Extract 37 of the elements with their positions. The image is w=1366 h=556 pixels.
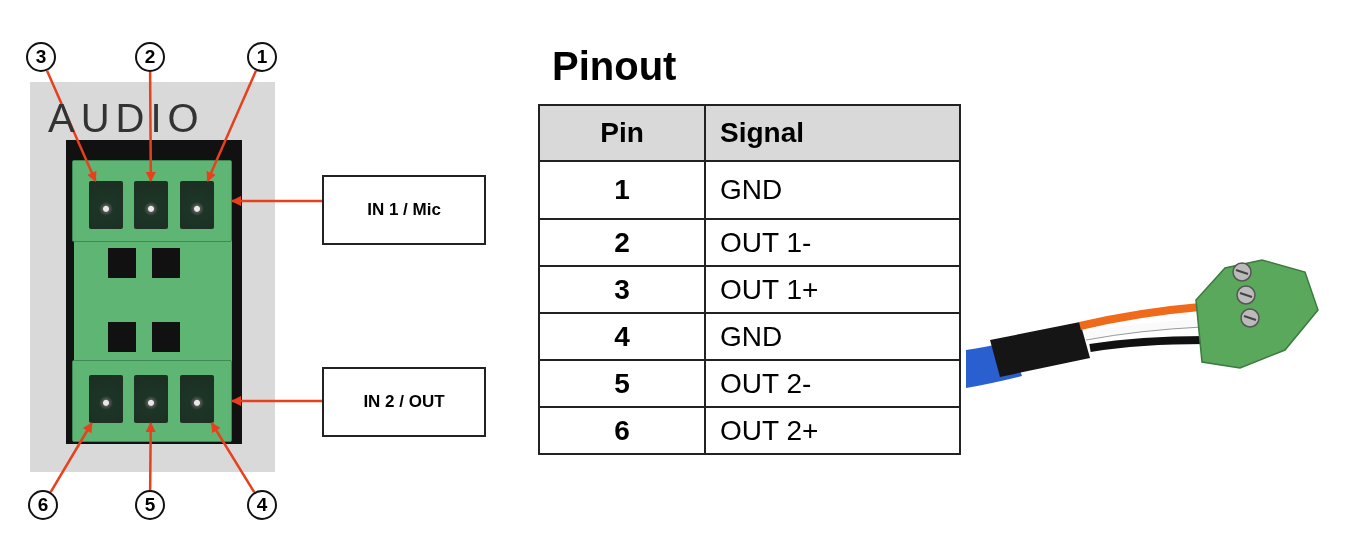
pin-number: 6 xyxy=(539,407,705,454)
signal-name: GND xyxy=(705,313,960,360)
screw-terminal xyxy=(134,375,168,423)
arrow xyxy=(231,396,322,406)
label-box: IN 2 / OUT xyxy=(322,367,486,437)
signal-name: OUT 1+ xyxy=(705,266,960,313)
leader-line xyxy=(145,422,156,490)
label-box: IN 1 / Mic xyxy=(322,175,486,245)
callout-number: 2 xyxy=(135,42,165,72)
column-header: Pin xyxy=(539,105,705,161)
callout-number: 1 xyxy=(247,42,277,72)
signal-name: OUT 1- xyxy=(705,219,960,266)
column-header: Signal xyxy=(705,105,960,161)
screw-terminal xyxy=(134,181,168,229)
signal-name: OUT 2- xyxy=(705,360,960,407)
arrow xyxy=(231,196,322,206)
table-title: Pinout xyxy=(552,44,677,89)
leader-line xyxy=(49,422,93,493)
pin-number: 4 xyxy=(539,313,705,360)
callout-number: 4 xyxy=(247,490,277,520)
pin-number: 5 xyxy=(539,360,705,407)
pin-number: 3 xyxy=(539,266,705,313)
callout-number: 6 xyxy=(28,490,58,520)
terminal-block xyxy=(72,160,232,242)
pin-number: 1 xyxy=(539,161,705,219)
signal-name: OUT 2+ xyxy=(705,407,960,454)
pin-number: 2 xyxy=(539,219,705,266)
callout-number: 3 xyxy=(26,42,56,72)
callout-number: 5 xyxy=(135,490,165,520)
leader-line xyxy=(206,70,258,182)
leader-line xyxy=(210,422,256,493)
screw-terminal xyxy=(89,375,123,423)
screw-terminal xyxy=(180,181,214,229)
screw-terminal xyxy=(89,181,123,229)
terminal-block xyxy=(72,360,232,442)
screw-terminal xyxy=(180,375,214,423)
signal-name: GND xyxy=(705,161,960,219)
